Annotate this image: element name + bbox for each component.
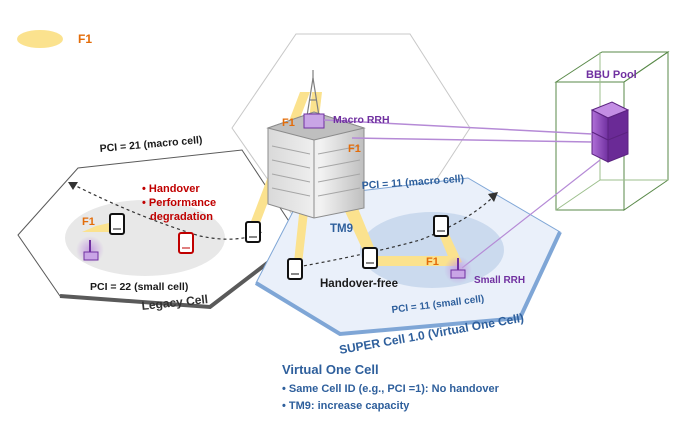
pci-small-legacy-label: PCI = 22 (small cell) xyxy=(90,281,188,293)
pci-macro-legacy-label: PCI = 21 (macro cell) xyxy=(99,134,203,155)
phone-icon xyxy=(362,247,378,269)
degradation-text: degradation xyxy=(150,211,213,223)
performance-bullet: • Performance xyxy=(142,197,216,209)
info-title: Virtual One Cell xyxy=(282,362,379,377)
bbu-server-icon xyxy=(590,101,630,163)
phone-icon xyxy=(287,258,303,280)
f1-label-macro-right: F1 xyxy=(348,143,361,155)
legacy-cell-label: Legacy Cell xyxy=(141,292,209,313)
handover-free-label: Handover-free xyxy=(320,278,398,290)
phone-icon xyxy=(109,213,125,235)
antenna-tower-icon xyxy=(306,70,320,117)
bbu-pool-label: BBU Pool xyxy=(586,69,637,81)
macro-rrh-label: Macro RRH xyxy=(333,114,390,126)
super-small-rrh-icon xyxy=(450,269,466,279)
small-fronthaul-link xyxy=(461,159,601,269)
small-rrh-label: Small RRH xyxy=(474,275,525,286)
phone-handover-icon xyxy=(178,232,194,254)
macro-rrh-icon xyxy=(303,113,325,129)
f1-legend-swatch xyxy=(17,30,63,48)
info-bullet-2: • TM9: increase capacity xyxy=(282,400,410,412)
phone-icon xyxy=(433,215,449,237)
phone-icon xyxy=(245,221,261,243)
f1-label-super: F1 xyxy=(426,256,439,268)
macro-fronthaul-link-2 xyxy=(351,137,593,143)
f1-legend-label: F1 xyxy=(78,32,92,46)
legacy-trajectory-arrowhead xyxy=(68,182,78,190)
tm9-label: TM9 xyxy=(330,223,353,235)
f1-label-macro-left: F1 xyxy=(282,117,295,129)
macro-fronthaul-link xyxy=(323,119,593,135)
info-bullet-1: • Same Cell ID (e.g., PCI =1): No handov… xyxy=(282,383,500,395)
legacy-trajectory-arc xyxy=(71,183,263,240)
super-trajectory-arrowhead xyxy=(488,192,498,202)
super-cell-edge xyxy=(254,231,562,337)
legacy-small-cell-area xyxy=(65,200,225,276)
f1-label-legacy: F1 xyxy=(82,216,95,228)
handover-bullet: • Handover xyxy=(142,183,200,195)
legacy-small-rrh-icon xyxy=(83,251,99,261)
